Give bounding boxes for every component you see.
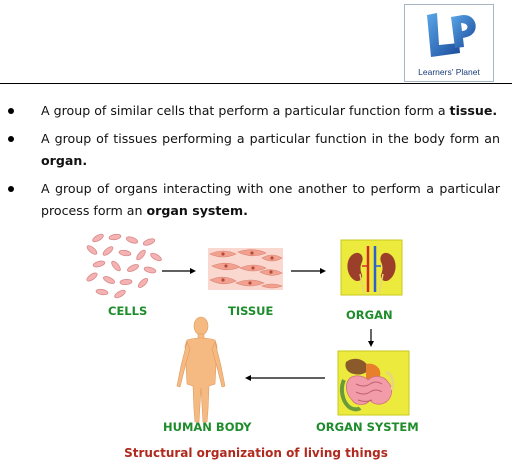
digestive-system-icon bbox=[339, 358, 395, 412]
bullet-organ: A group of tissues performing a particul… bbox=[0, 128, 500, 172]
bullet-tissue: A group of similar cells that perform a … bbox=[0, 100, 500, 122]
human-body-label: HUMAN BODY bbox=[163, 420, 252, 434]
lp-logo-icon bbox=[427, 13, 476, 57]
arrow-down-icon bbox=[368, 329, 374, 347]
bullet-organ-system: A group of organs interacting with one a… bbox=[0, 178, 500, 222]
figure-caption: Structural organization of living things bbox=[124, 446, 388, 460]
cells-label: CELLS bbox=[108, 304, 148, 318]
arrow-right-icon bbox=[162, 268, 196, 274]
tissue-icon bbox=[208, 248, 283, 290]
learners-planet-logo: Learners' Planet bbox=[404, 4, 494, 82]
logo-name: Learners' Planet bbox=[418, 67, 480, 77]
bullet-term: organ. bbox=[41, 153, 88, 168]
human-body-icon bbox=[176, 316, 226, 423]
organ-system-label: ORGAN SYSTEM bbox=[316, 420, 419, 434]
tissue-label: TISSUE bbox=[228, 304, 274, 318]
organ-label: ORGAN bbox=[346, 308, 393, 322]
bullet-term: tissue. bbox=[449, 103, 498, 118]
kidney-icon bbox=[347, 246, 396, 295]
bullet-term: organ system. bbox=[146, 203, 248, 218]
header-divider bbox=[0, 83, 512, 84]
arrow-left-icon bbox=[245, 375, 325, 381]
bullet-text: A group of tissues performing a particul… bbox=[41, 131, 500, 146]
bullet-text: A group of organs interacting with one a… bbox=[41, 181, 500, 218]
definition-list: A group of similar cells that perform a … bbox=[0, 100, 500, 228]
cells-icon bbox=[86, 233, 162, 299]
arrow-right-icon bbox=[291, 268, 326, 274]
bullet-text: A group of similar cells that perform a … bbox=[41, 103, 450, 118]
